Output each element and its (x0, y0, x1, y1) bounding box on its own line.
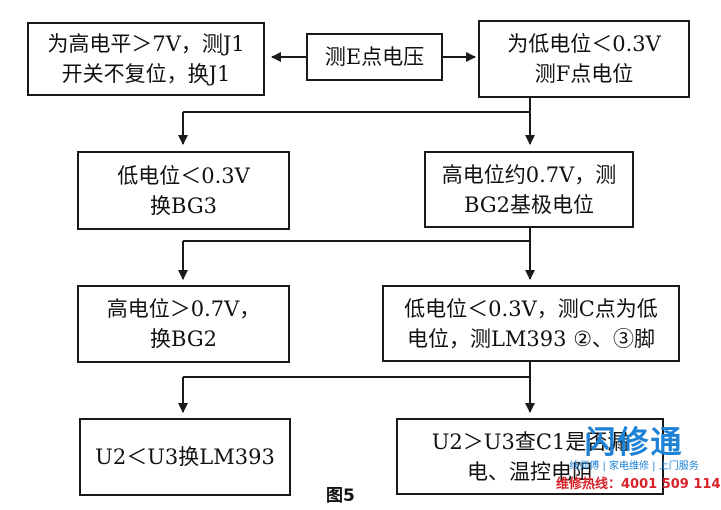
node-high-07v-bg2base: 高电位约0.7V，测BG2基极电位 (424, 151, 634, 228)
watermark-logo: 闪修通 线师傅 | 家电维修 | 上门服务 维修热线：4001 509 114 (556, 425, 721, 508)
watermark-tagline: 线师傅 | 家电维修 | 上门服务 (569, 461, 699, 472)
watermark-brand: 闪修通 (584, 425, 684, 461)
node-low-lt-03v-bg3-text: 低电位＜0.3V 换BG3 (117, 163, 250, 218)
node-u2-gt-u3-text: U2＞U3查C1是否漏电、温控电阻 (431, 429, 629, 484)
node-high-gt-07v-bg2: 高电位＞0.7V，换BG2 (77, 285, 290, 363)
node-low-lt-03v-c-text: 低电位＜0.3V，测C点为低电位，测LM393 ②、③脚 (404, 296, 658, 351)
node-high-gt-07v-bg2-text: 高电位＞0.7V，换BG2 (106, 297, 261, 351)
node-u2-gt-u3: U2＞U3查C1是否漏电、温控电阻 (396, 418, 664, 495)
node-low-lt-03v-c: 低电位＜0.3V，测C点为低电位，测LM393 ②、③脚 (382, 285, 680, 362)
node-u2-lt-u3-text: U2＜U3换LM393 (95, 445, 275, 469)
watermark-hotline: 维修热线：4001 509 114 (556, 477, 721, 492)
node-high-07v-bg2base-text: 高电位约0.7V，测BG2基极电位 (441, 162, 617, 217)
figure-caption: 图5 (326, 486, 355, 506)
node-low-lt-03v-bg3: 低电位＜0.3V 换BG3 (77, 151, 290, 230)
node-low-lt-03v-f-text: 为低电位＜0.3V 测F点电位 (507, 32, 661, 86)
node-low-lt-03v-f: 为低电位＜0.3V 测F点电位 (478, 20, 690, 98)
node-high-gt-7v-text: 为高电平＞7V，测J1开关不复位，换J1 (47, 32, 245, 86)
node-high-gt-7v: 为高电平＞7V，测J1开关不复位，换J1 (27, 22, 265, 96)
node-u2-lt-u3: U2＜U3换LM393 (79, 418, 291, 496)
node-measure-e: 测E点电压 (306, 33, 443, 81)
node-measure-e-text: 测E点电压 (324, 45, 425, 69)
